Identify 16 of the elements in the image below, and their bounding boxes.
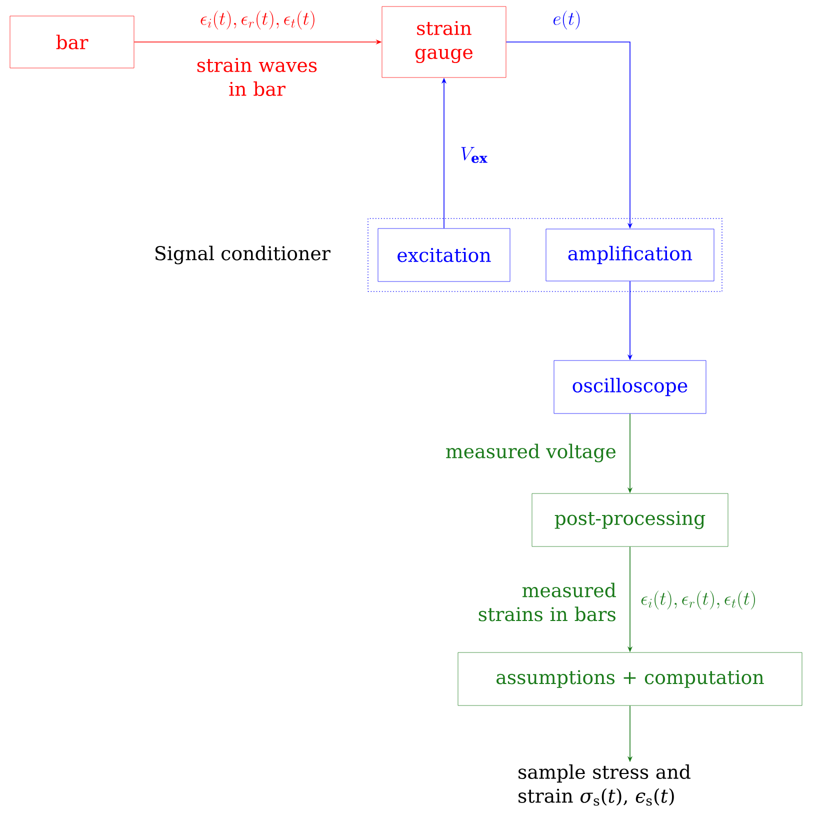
group-heading: Signal conditioner [156,246,330,264]
process-box: assumptions + computation [458,652,802,706]
edge-label: measured strains in bars [478,582,616,622]
process-box: bar [10,16,134,68]
process-box: excitation [378,228,510,282]
edge-label: $e(t)$ [554,10,580,30]
label: strain waves in bar [197,58,317,96]
edge-label: $V_{\mathbf{ex}}$ [461,147,488,163]
result-text: sample stress and strain σ$_{s}$(t), ϵ$_{s}$(t) [518,764,690,806]
process-box: post-processing [532,493,728,547]
edge-label: $\epsilon_i(t), \epsilon_r(t), \epsilon_t(t)$ [200,10,314,30]
label: $\epsilon_i(t), \epsilon_r(t), \epsilon_t(t)$ [641,590,755,610]
edge-label: measured voltage [446,444,616,462]
process-box: amplification [546,228,714,282]
process-box: strain gauge [382,6,506,78]
process-box: oscilloscope [554,360,706,414]
